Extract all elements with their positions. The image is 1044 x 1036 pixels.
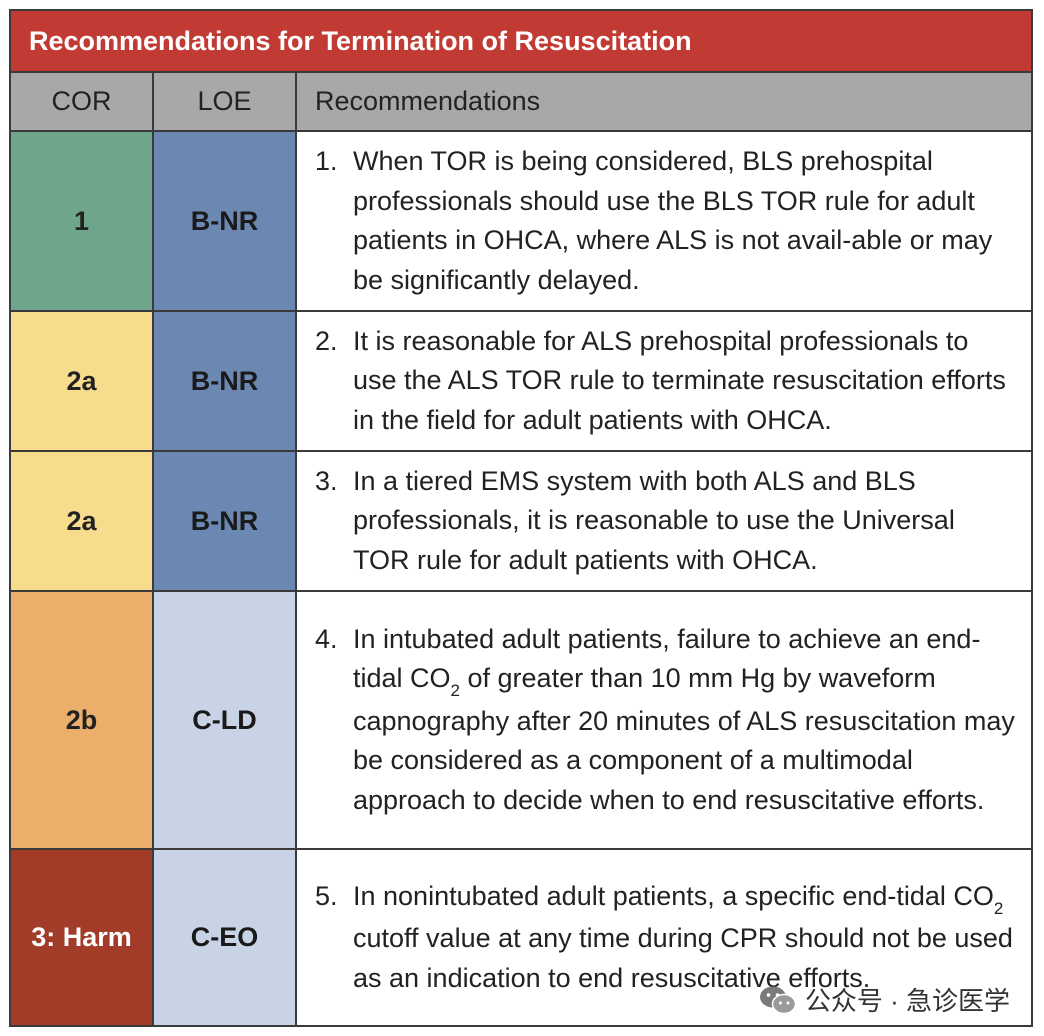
rec-number: 1. [315,146,338,176]
header-cor: COR [11,73,154,132]
cor-badge: 3: Harm [11,850,154,1025]
subscript: 2 [450,681,461,701]
recommendations-table: Recommendations for Termination of Resus… [9,9,1033,1027]
loe-badge: B-NR [154,312,297,452]
header-loe: LOE [154,73,297,132]
table-grid: COR LOE Recommendations 1 B-NR 1. When T… [11,73,1031,1025]
cor-badge: 1 [11,132,154,312]
cor-badge: 2b [11,592,154,850]
table-row: 3. In a tiered EMS system with both ALS … [297,452,1031,592]
rec-number: 3. [315,465,338,496]
subscript: 2 [993,898,1004,918]
rec-number: 4. [315,623,338,654]
table-row: 2. It is reasonable for ALS prehospital … [297,312,1031,452]
table-row: 1. When TOR is being considered, BLS pre… [297,132,1031,312]
rec-text-part-b: cutoff value at any time during CPR shou… [353,923,1013,993]
rec-text: In nonintubated adult patients, a specif… [353,877,1017,999]
rec-number: 5. [315,880,338,911]
rec-text: In a tiered EMS system with both ALS and… [353,465,955,575]
loe-badge: B-NR [154,132,297,312]
rec-text: When TOR is being considered, BLS prehos… [353,146,993,295]
header-recommendations: Recommendations [297,73,1031,132]
cor-badge: 2a [11,312,154,452]
rec-text: In intubated adult patients, failure to … [353,620,1017,821]
watermark-text: 公众号 · 急诊医学 [804,986,1010,1016]
rec-text-part-b: of greater than 10 mm Hg by waveform cap… [353,663,1015,815]
cor-badge: 2a [11,452,154,592]
rec-text-part-a: In intubated adult patients, failure to … [353,623,981,694]
wechat-icon [759,986,797,1014]
table-title: Recommendations for Termination of Resus… [11,11,1031,73]
loe-badge: B-NR [154,452,297,592]
table-row: 4. In intubated adult patients, failure … [297,592,1031,850]
rec-text: It is reasonable for ALS prehospital pro… [353,325,1006,435]
rec-text-part-a: In nonintubated adult patients, a specif… [353,880,994,911]
loe-badge: C-EO [154,850,297,1025]
loe-badge: C-LD [154,592,297,850]
watermark: 公众号 · 急诊医学 [759,981,1010,1018]
rec-number: 2. [315,325,338,356]
table-row: 5. In nonintubated adult patients, a spe… [297,850,1031,1025]
